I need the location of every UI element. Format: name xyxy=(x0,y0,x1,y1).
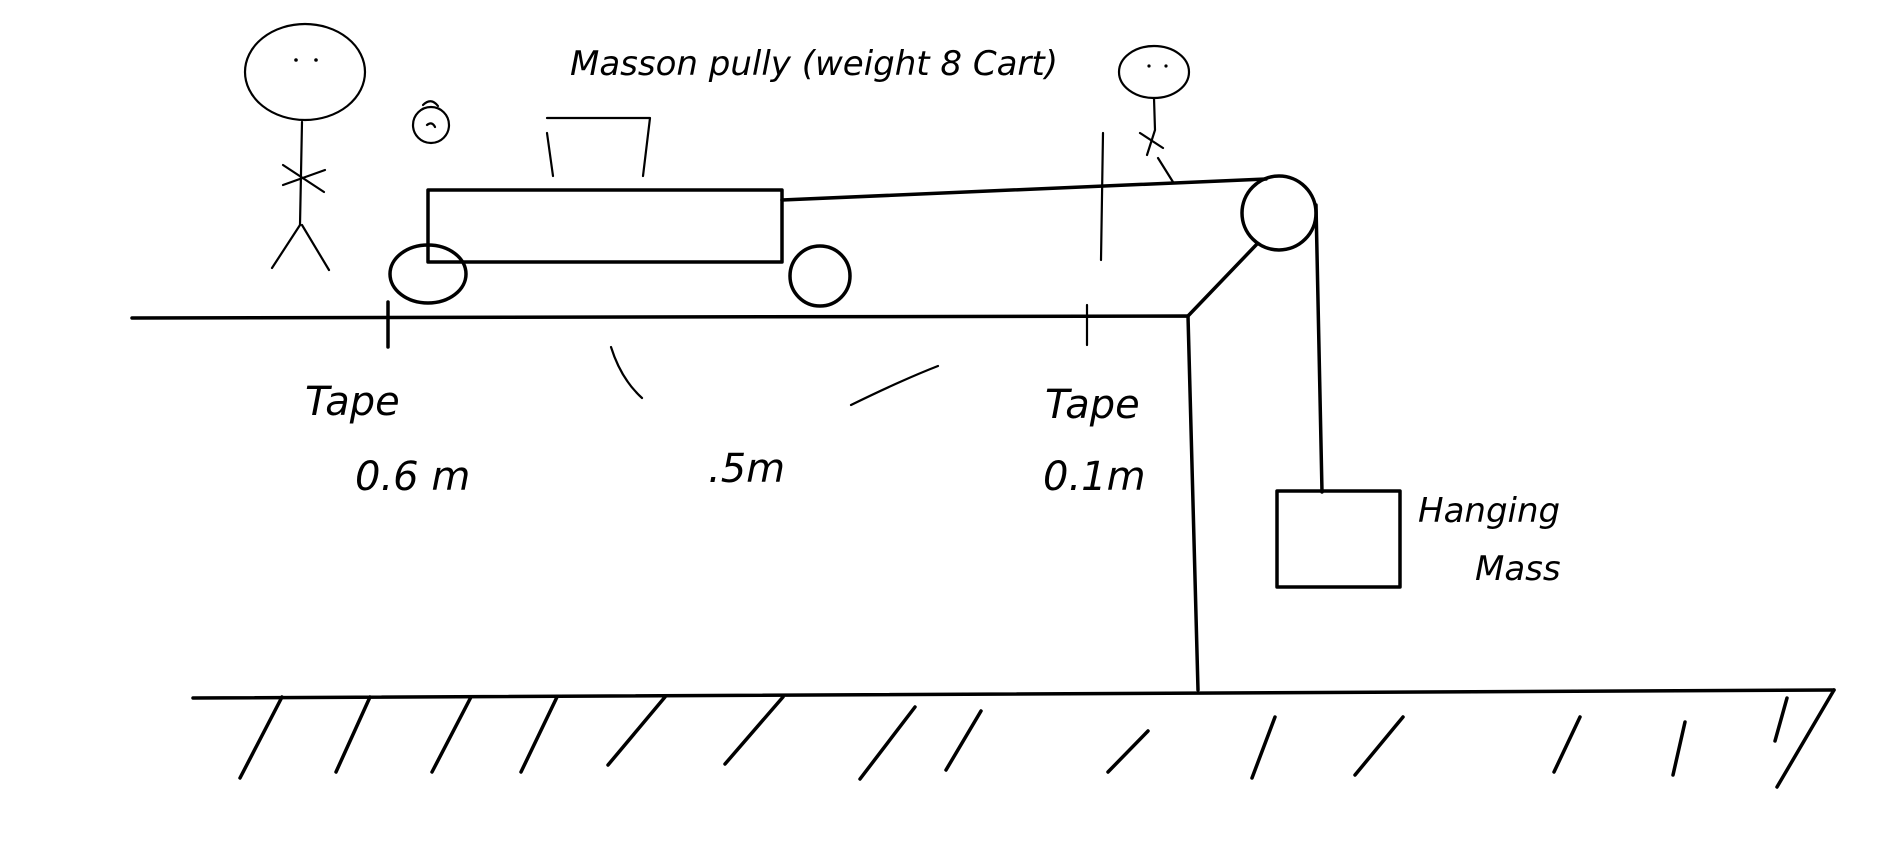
left-figure-body xyxy=(298,120,304,227)
mass-on-cart xyxy=(545,116,652,178)
right-figure-body xyxy=(1145,96,1157,157)
ground-line xyxy=(191,688,1836,700)
left-stick-figure xyxy=(243,22,367,272)
left-figure-legs xyxy=(270,223,331,272)
small-weight-icon xyxy=(411,100,451,145)
cart-wheel-left xyxy=(388,243,468,305)
pulley xyxy=(1240,174,1318,252)
pulley-note: Masson pully (weight 8 Cart) xyxy=(570,44,1058,84)
distance-arc-left xyxy=(609,345,644,400)
right-figure-head xyxy=(1117,44,1191,100)
hanging-mass-label-line1: Hanging xyxy=(1418,491,1560,531)
right-tape-distance: 0.1m xyxy=(1043,454,1146,500)
string-horizontal xyxy=(780,177,1268,202)
left-tape-label: Tape xyxy=(305,379,400,425)
cart-wheel-right xyxy=(788,244,852,308)
right-stick-figure xyxy=(1117,44,1191,184)
tape-line-vertical xyxy=(1099,131,1105,262)
left-figure-arms xyxy=(281,163,327,194)
hanging-mass-label-line2: Mass xyxy=(1475,549,1561,589)
pulley-support xyxy=(1186,242,1259,318)
ground-hatching xyxy=(238,688,1836,789)
right-figure-limbs xyxy=(1138,131,1175,184)
table-track xyxy=(130,314,1200,692)
middle-distance: .5m xyxy=(708,446,785,492)
cart-body xyxy=(426,188,784,264)
cart xyxy=(388,188,852,308)
distance-arc-right xyxy=(849,364,940,407)
string-vertical xyxy=(1314,203,1324,494)
right-tape-label: Tape xyxy=(1045,382,1140,428)
left-figure-head xyxy=(243,22,367,122)
hanging-mass xyxy=(1275,489,1402,589)
left-tape-distance: 0.6 m xyxy=(355,454,470,500)
